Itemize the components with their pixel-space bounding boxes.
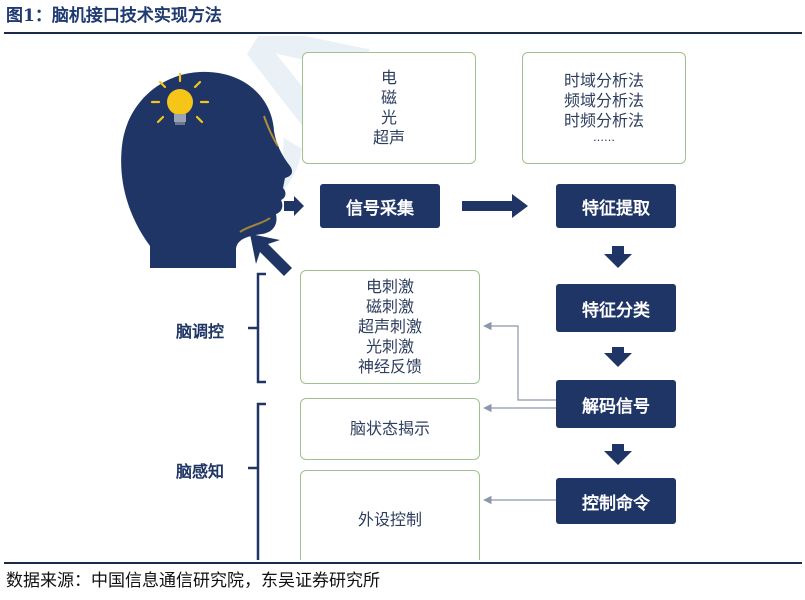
- top-rule: [4, 32, 802, 34]
- bci-diagram: CAICT中国: [0, 36, 805, 560]
- source-note: 数据来源：中国信息通信研究院，东吴证券研究所: [6, 571, 380, 591]
- feature-extraction-step: 特征提取: [556, 184, 676, 228]
- stimulation-method-2: 磁刺激: [365, 297, 414, 316]
- brain-state-label: 脑状态揭示: [349, 419, 430, 438]
- analysis-method-1: 时域分析法: [563, 71, 644, 90]
- head-silhouette: [121, 71, 293, 269]
- analysis-methods-box: 时域分析法 频域分析法 时频分析法 ……: [522, 52, 686, 164]
- stimulation-method-3: 超声刺激: [357, 317, 422, 336]
- diagram-graphics: [121, 71, 632, 560]
- signal-type-4: 超声: [372, 128, 405, 147]
- analysis-method-2: 频域分析法: [563, 91, 644, 110]
- navy-arrows: [250, 194, 632, 465]
- signal-type-2: 磁: [380, 88, 397, 107]
- signal-type-3: 光: [380, 108, 397, 127]
- stimulation-methods-box: 电刺激 磁刺激 超声刺激 光刺激 神经反馈: [300, 270, 480, 384]
- signal-type-1: 电: [380, 68, 397, 87]
- feature-classification-step: 特征分类: [556, 284, 676, 332]
- figure-title: 图1：脑机接口技术实现方法: [6, 6, 222, 26]
- signal-types-box: 电 磁 光 超声: [302, 52, 476, 164]
- analysis-method-3: 时频分析法: [563, 111, 644, 130]
- brain-regulation-label: 脑调控: [176, 322, 225, 341]
- brackets: [248, 272, 266, 560]
- control-command-step: 控制命令: [556, 478, 676, 524]
- stimulation-method-4: 光刺激: [365, 337, 414, 356]
- brain-state-box: 脑状态揭示: [300, 398, 480, 460]
- peripheral-control-label: 外设控制: [357, 510, 422, 529]
- peripheral-control-box: 外设控制: [300, 470, 480, 560]
- lightbulb-icon: [150, 72, 210, 125]
- stimulation-method-5: 神经反馈: [357, 357, 422, 376]
- signal-collection-step: 信号采集: [320, 184, 440, 228]
- bottom-rule: [4, 562, 802, 564]
- stimulation-method-1: 电刺激: [365, 277, 414, 296]
- connector-lines: [483, 321, 556, 505]
- analysis-method-4: ……: [593, 131, 615, 144]
- brain-sensing-label: 脑感知: [176, 462, 225, 481]
- signal-decoding-step: 解码信号: [556, 380, 676, 428]
